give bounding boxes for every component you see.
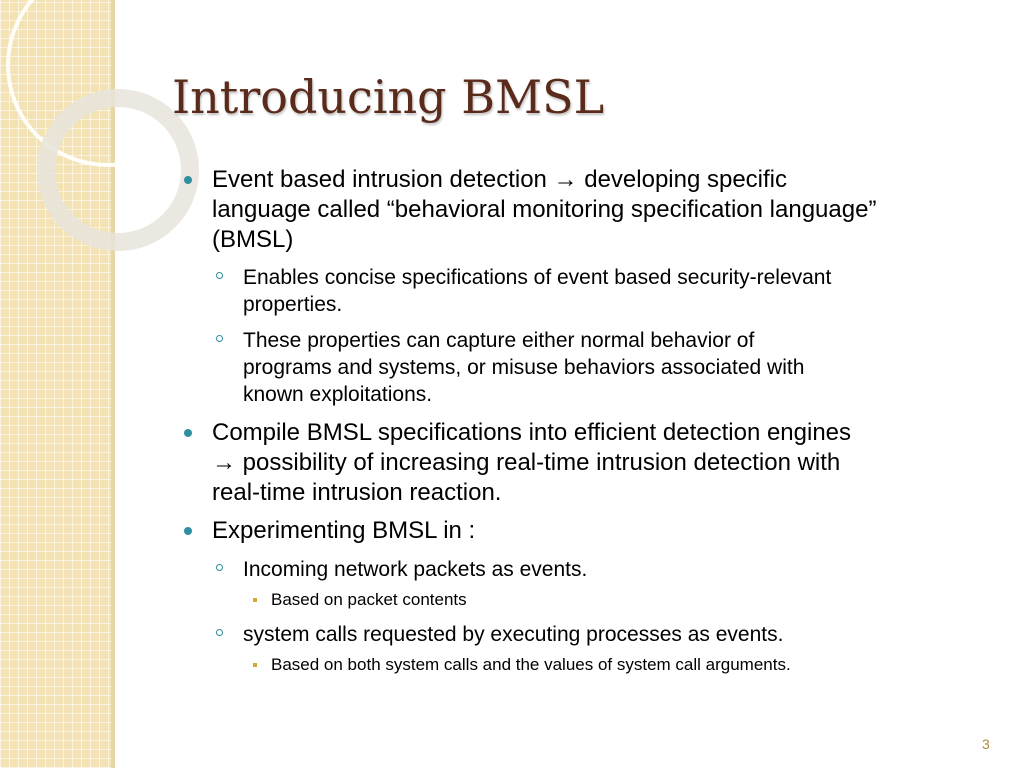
sub-bullet-concise-specs: Enables concise specifications of event … (243, 264, 831, 318)
sub-bullet-marker (216, 564, 223, 571)
sub-bullet-marker (216, 272, 223, 279)
text-line: These properties can capture either norm… (243, 329, 755, 352)
sub-bullet-properties-capture: These properties can capture either norm… (243, 327, 804, 408)
bullet-experimenting: Experimenting BMSL in : (212, 516, 475, 546)
page-number: 3 (982, 736, 990, 752)
bullet-marker (184, 176, 192, 184)
text-line: known exploitations. (243, 383, 433, 406)
decorative-circles (6, 0, 210, 251)
text-line: properties. (243, 293, 343, 316)
text-line: Incoming network packets as events. (243, 558, 588, 581)
sub-sub-bullet-marker (253, 598, 257, 602)
text-line: programs and systems, or misuse behavior… (243, 356, 805, 379)
sub-sub-bullet-marker (253, 663, 257, 667)
text-line: system calls requested by executing proc… (243, 623, 784, 646)
text-line: Based on both system calls and the value… (271, 655, 791, 674)
sub-bullet-marker (216, 335, 223, 342)
text-line: Experimenting BMSL in : (212, 517, 476, 544)
bullet-event-based: Event based intrusion detection → develo… (212, 165, 876, 255)
text-line: language called “behavioral monitoring s… (212, 196, 877, 223)
text-line: Event based intrusion detection → develo… (212, 166, 788, 193)
sub-bullet-system-calls: system calls requested by executing proc… (243, 621, 783, 648)
text-line: Enables concise specifications of event … (243, 266, 832, 289)
sub-bullet-marker (216, 629, 223, 636)
bullet-marker (184, 429, 192, 437)
text-line: (BMSL) (212, 226, 294, 253)
stripe-edge (111, 0, 115, 768)
text-line: Based on packet contents (271, 590, 467, 609)
text-line: real-time intrusion reaction. (212, 479, 502, 506)
decorative-circle-large (6, 0, 210, 167)
bullet-compile-bmsl: Compile BMSL specifications into efficie… (212, 418, 851, 508)
slide-title: Introducing BMSL (172, 70, 605, 124)
sub-sub-bullet-packet-contents: Based on packet contents (271, 589, 467, 611)
sub-sub-bullet-call-arguments: Based on both system calls and the value… (271, 654, 791, 676)
text-line: Compile BMSL specifications into efficie… (212, 419, 852, 446)
sub-bullet-network-packets: Incoming network packets as events. (243, 556, 587, 583)
text-line: → possibility of increasing real-time in… (212, 449, 841, 476)
decorative-circle-small (37, 89, 199, 251)
bullet-marker (184, 527, 192, 535)
